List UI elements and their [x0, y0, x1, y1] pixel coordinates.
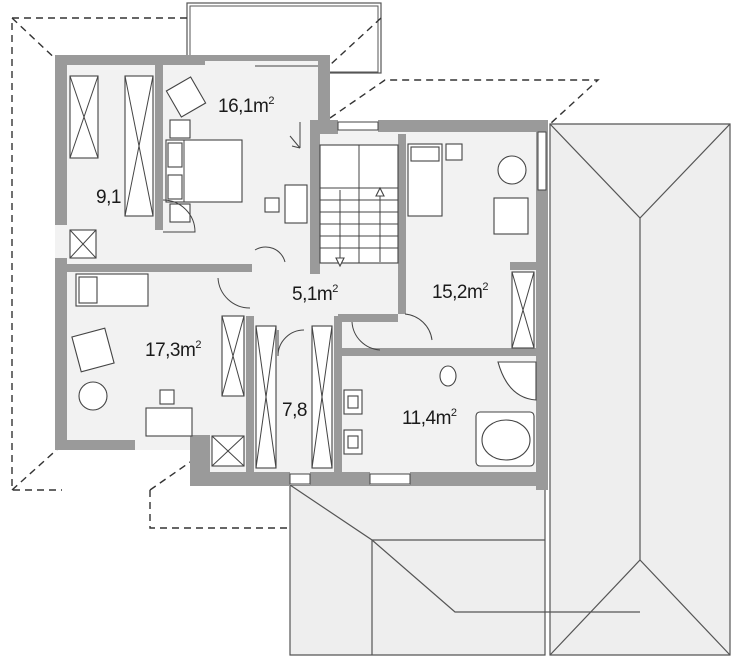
closet-units	[255, 325, 333, 469]
bathroom-fixtures	[343, 361, 537, 467]
doors	[162, 199, 433, 357]
room-label-hall: 5,1m2	[292, 283, 338, 305]
room-label-wardrobe: 9,1	[96, 187, 121, 208]
bedroom-left-furniture	[71, 273, 245, 467]
room-label-bathroom: 11,4m2	[402, 407, 457, 429]
room-label-closet: 7,8	[282, 400, 307, 421]
windows	[289, 121, 547, 485]
room-label-bedroom-main: 16,1m2	[218, 95, 274, 117]
bedroom-right-furniture	[407, 143, 535, 349]
staircase	[319, 144, 399, 268]
room-label-bedroom-left: 17,3m2	[145, 339, 201, 361]
bedroom-main-furniture	[165, 65, 318, 224]
room-label-bedroom-right: 15,2m2	[432, 281, 488, 303]
interior-walls	[67, 65, 536, 476]
roof-outline-dashed	[11, 17, 600, 529]
roof-right	[549, 123, 731, 656]
wardrobe-units	[69, 75, 154, 259]
